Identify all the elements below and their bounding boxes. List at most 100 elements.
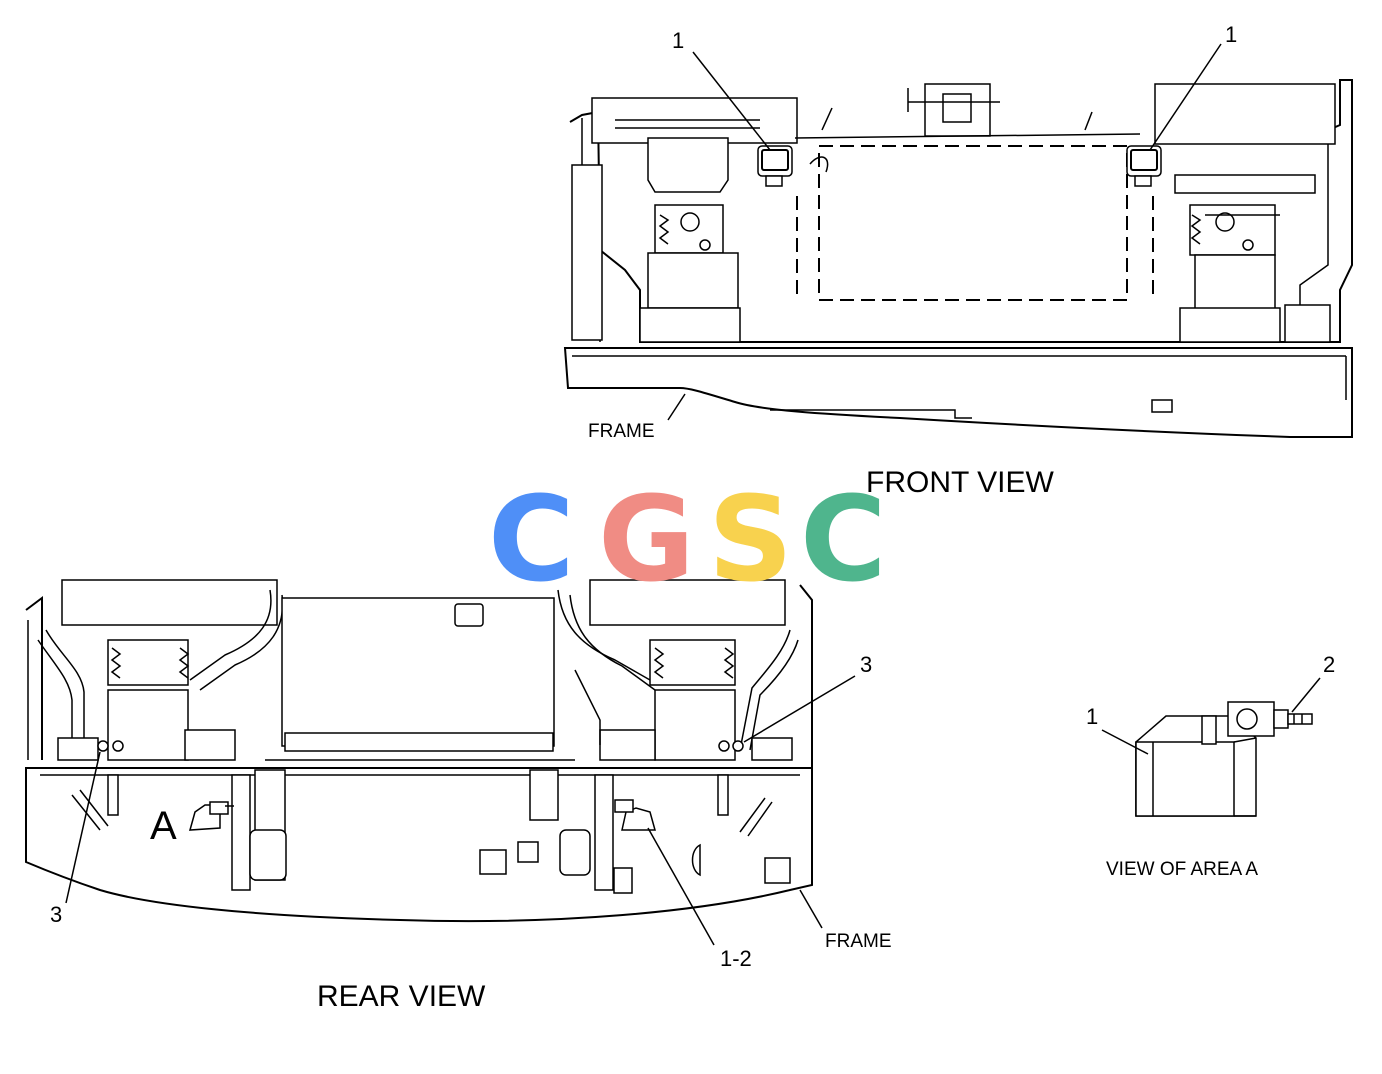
rear-callout-right: 3 <box>860 652 873 677</box>
rear-right-spring <box>653 647 665 679</box>
front-right-pivot-2 <box>1242 239 1254 251</box>
detail-switch-knob <box>1236 708 1258 730</box>
rear-left-bracket <box>57 737 99 761</box>
front-left-pivot-2 <box>699 239 711 251</box>
rear-left-bolt-2 <box>112 740 124 752</box>
front-frame-ledge <box>770 409 972 419</box>
front-left-lamp-mount <box>765 175 783 187</box>
rear-callout-left: 3 <box>50 902 63 927</box>
rear-right-base <box>599 729 656 761</box>
rear-area-letter: A <box>150 804 177 848</box>
rear-left-edge <box>25 596 43 760</box>
rear-callout-left-leader <box>65 751 101 904</box>
detail-lamp-face <box>1135 741 1235 817</box>
detail-switch-neck <box>1273 709 1289 729</box>
rear-right-top-block <box>589 579 786 626</box>
rear-right-bolt-2 <box>732 740 744 752</box>
front-left-base <box>639 307 741 343</box>
front-right-base <box>1179 307 1281 343</box>
rear-left-spring-2 <box>178 647 190 679</box>
front-left-cylinder <box>647 252 739 309</box>
front-left-spring <box>658 214 670 245</box>
rear-left-pipe <box>37 639 73 756</box>
rear-area-a-lamp-head <box>209 801 229 815</box>
rear-right-pipe-2 <box>739 629 791 751</box>
rear-left-bolt <box>97 740 109 752</box>
front-callout-right-leader <box>1149 43 1222 151</box>
rear-frame-box-3 <box>613 867 633 894</box>
front-view-drawing <box>563 43 1353 438</box>
front-left-lamp-lens <box>761 149 789 171</box>
rear-frame-label: FRAME <box>825 931 892 952</box>
front-right-pivot <box>1215 212 1235 232</box>
front-frame-label: FRAME <box>588 421 655 442</box>
front-top-edge <box>794 133 1141 139</box>
front-right-spring-box <box>1189 204 1276 256</box>
rear-frame-leader <box>799 889 823 929</box>
rear-view-title: REAR VIEW <box>317 980 486 1013</box>
rear-frame-bracket-1 <box>249 829 287 881</box>
rear-right-bracket <box>751 737 793 761</box>
rear-frame-box-1 <box>479 849 507 875</box>
rear-right-bolt <box>718 740 730 752</box>
rear-frame-post-left <box>231 774 251 891</box>
detail-callout-2-leader <box>1291 677 1321 713</box>
rear-right-hose-2 <box>569 594 656 691</box>
front-right-block <box>1284 304 1331 343</box>
rear-center-bar <box>284 732 554 752</box>
detail-switch-stud <box>1287 713 1313 725</box>
front-dashed-box <box>818 145 1128 301</box>
front-left-bracket <box>647 137 729 193</box>
rear-left-base <box>184 729 236 761</box>
detail-view-title: VIEW OF AREA A <box>1106 859 1259 880</box>
rear-frame-outline <box>25 767 813 923</box>
rear-frame-half-disc <box>691 843 701 877</box>
rear-frame-slot-vert <box>107 774 119 816</box>
rear-left-spring-box <box>107 639 189 686</box>
front-left-rail <box>571 164 603 341</box>
front-view-title: FRONT VIEW <box>866 466 1054 499</box>
front-callout-left: 1 <box>672 28 685 53</box>
rear-left-pipe-2 <box>45 629 85 750</box>
rear-callout-bottom: 1-2 <box>720 946 752 971</box>
front-lamp-wire <box>809 156 829 173</box>
rear-callout-bottom-leader <box>647 827 715 946</box>
front-left-pivot <box>680 212 700 232</box>
front-right-bar <box>1174 174 1316 194</box>
detail-lamp-side <box>1233 737 1257 817</box>
rear-right-hose <box>557 589 651 681</box>
front-small-lever <box>821 107 833 131</box>
front-frame-bracket <box>1151 399 1173 413</box>
rear-right-arm <box>574 669 601 745</box>
watermark-letter-g: G <box>598 470 695 608</box>
front-center-unit-face <box>942 93 972 123</box>
rear-right-spring-2 <box>723 647 735 679</box>
rear-center-latch <box>454 603 484 627</box>
front-right-spring <box>1190 214 1202 245</box>
rear-right-edge <box>799 584 813 768</box>
front-frame-leader <box>667 393 686 421</box>
rear-callout-right-leader <box>743 675 856 743</box>
rear-frame-box-2 <box>517 841 539 863</box>
front-right-cylinder <box>1194 254 1276 311</box>
rear-left-top-block <box>61 579 278 626</box>
rear-right-lamp-head <box>614 799 634 813</box>
front-frame-outline <box>563 347 1353 438</box>
rear-frame-box-4 <box>764 857 791 884</box>
rear-right-pipe <box>749 639 799 751</box>
front-right-lamp-mount <box>1134 175 1152 187</box>
rear-right-spring-box <box>649 639 736 686</box>
watermark-letter-c1: C <box>488 470 575 608</box>
front-callout-left-leader <box>692 51 771 151</box>
front-small-lever-2 <box>1084 111 1093 131</box>
detail-mount-plate <box>1201 715 1217 745</box>
rear-center-box <box>281 597 555 747</box>
watermark-letter-c2: C <box>800 470 887 608</box>
rear-frame-slot-vert-2 <box>717 774 729 816</box>
rear-view-drawing <box>25 579 856 946</box>
detail-callout-1-leader <box>1101 729 1149 755</box>
front-callout-right: 1 <box>1225 22 1238 47</box>
rear-frame-slot-mid <box>529 769 559 821</box>
detail-callout-2: 2 <box>1323 652 1336 677</box>
